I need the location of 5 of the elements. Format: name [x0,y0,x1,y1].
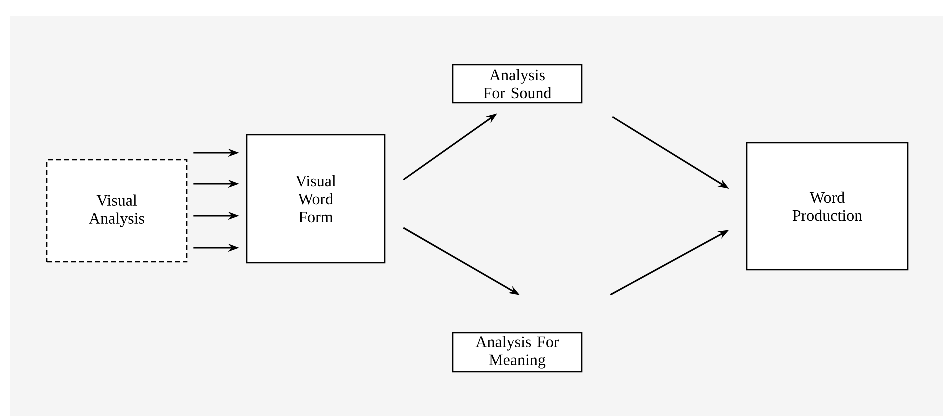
process-box: Word Production [746,142,909,271]
process-box: Analysis For Meaning [452,332,583,373]
process-box: Visual Word Form [246,134,386,264]
process-box: Analysis For Sound [452,64,583,104]
dashed-box: Visual Analysis [46,159,188,263]
